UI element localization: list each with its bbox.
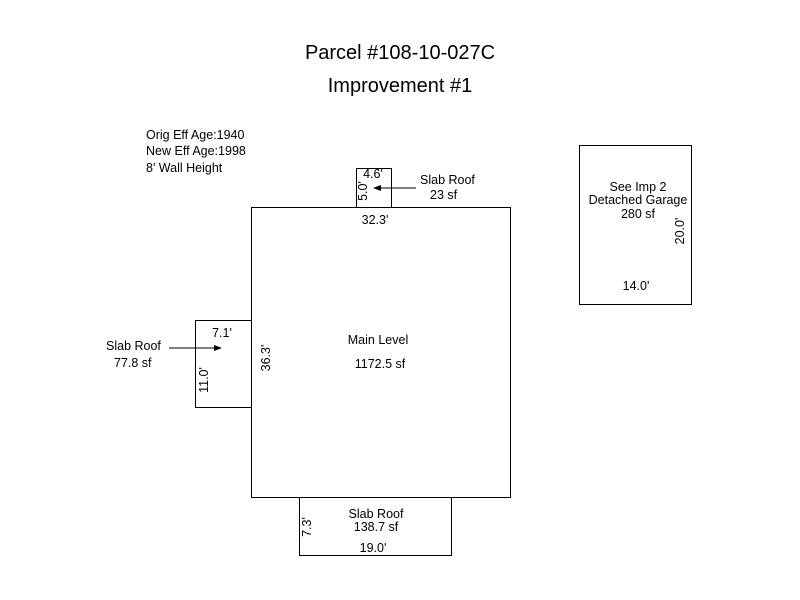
slab-roof-top-area-value: 23 sf [430, 188, 458, 202]
main-level-width-dim: 32.3' [361, 213, 389, 227]
orig-eff-age: Orig Eff Age:1940 [146, 128, 245, 142]
slab-roof-top-width-dim: 4.6' [363, 167, 383, 181]
parcel-title: Parcel #108-10-027C [304, 42, 496, 64]
slab-roof-left-area-value: 77.8 sf [114, 356, 152, 370]
slab-roof-left-arrow [169, 345, 222, 351]
garage-width-dim: 14.0' [622, 279, 650, 293]
garage-area [579, 145, 692, 305]
slab-roof-bottom-area-value: 138.7 sf [353, 520, 399, 534]
slab-roof-bottom-width-dim: 19.0' [359, 541, 387, 555]
slab-roof-left-label: Slab Roof [106, 339, 161, 353]
slab-roof-left-area [195, 320, 252, 408]
garage-see-imp: See Imp 2 [609, 180, 667, 194]
slab-roof-bottom-label: Slab Roof [348, 507, 404, 521]
slab-roof-top-arrow [373, 185, 416, 191]
main-level-area-value: 1172.5 sf [354, 357, 406, 371]
garage-name: Detached Garage [588, 193, 688, 207]
main-level-label: Main Level [347, 333, 409, 347]
wall-height: 8' Wall Height [146, 161, 223, 175]
slab-roof-bottom-area [299, 497, 452, 556]
new-eff-age: New Eff Age:1998 [146, 144, 246, 158]
slab-roof-left-width-dim: 7.1' [212, 326, 232, 340]
improvement-title: Improvement #1 [327, 75, 473, 97]
slab-roof-top-label: Slab Roof [420, 173, 475, 187]
garage-area-value: 280 sf [620, 207, 656, 221]
